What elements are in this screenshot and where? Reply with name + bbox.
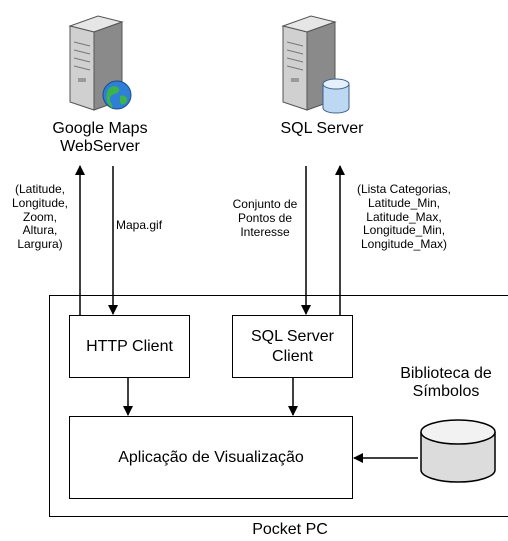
pocket-pc-container: [49, 295, 508, 517]
sql-server-label: SQL Server: [280, 120, 364, 137]
sql-server-client-box: SQL Server Client: [232, 315, 353, 378]
sql-request-label: (Lista Categorias, Latitude_Min, Latitud…: [356, 182, 452, 252]
symbol-library-label: Biblioteca de Símbolos: [400, 365, 492, 401]
sql-response-label: Conjunto de Pontos de Interesse: [232, 197, 298, 239]
globe-icon: [102, 80, 132, 110]
visualization-app-label: Aplicação de Visualização: [118, 448, 304, 466]
visualization-app-box: Aplicação de Visualização: [69, 416, 353, 499]
sql-server-client-label: SQL Server Client: [251, 327, 334, 365]
google-maps-server: [60, 8, 140, 118]
symbol-library-database-icon: [420, 419, 496, 483]
database-icon: [322, 78, 350, 114]
google-maps-server-label: Google Maps WebServer: [52, 120, 148, 156]
google-response-label: Mapa.gif: [116, 218, 163, 232]
http-client-box: HTTP Client: [69, 315, 190, 378]
sql-server: [273, 8, 353, 118]
http-client-label: HTTP Client: [86, 337, 173, 355]
pocket-pc-label: Pocket PC: [252, 521, 328, 538]
google-request-label: (Latitude, Longitude, Zoom, Altura, Larg…: [11, 182, 69, 252]
